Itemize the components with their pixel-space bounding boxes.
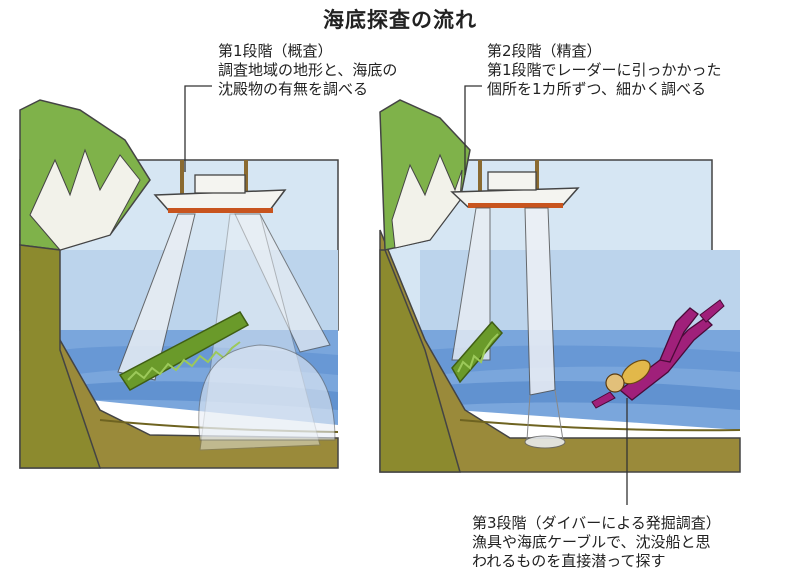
stage1-line1: 調査地域の地形と、海底の bbox=[218, 61, 398, 79]
stage1-caption: 第1段階（概査） 調査地域の地形と、海底の 沈殿物の有無を調べる bbox=[218, 42, 397, 99]
stage2-caption: 第2段階（精査） 第1段階でレーダーに引っかかった 個所を1カ所ずつ、細かく調べ… bbox=[487, 42, 722, 99]
stage3-caption: 第3段階（ダイバーによる発掘調査） 漁具や海底ケーブルで、沈没船と思 われるもの… bbox=[472, 514, 721, 571]
stage2-scene bbox=[379, 85, 741, 473]
stage2-heading: 第2段階（精査） bbox=[487, 42, 602, 60]
stage1-heading: 第1段階（概査） bbox=[218, 42, 333, 60]
stage3-line1: 漁具や海底ケーブルで、沈没船と思 bbox=[472, 533, 711, 551]
stage2-line1: 第1段階でレーダーに引っかかった bbox=[487, 61, 722, 79]
stage1-line2: 沈殿物の有無を調べる bbox=[218, 80, 369, 98]
stage3-heading: 第3段階（ダイバーによる発掘調査） bbox=[472, 514, 721, 532]
stage1-scene bbox=[19, 85, 339, 469]
stage3-line2: われるものを直接潜って探す bbox=[472, 552, 666, 570]
stage2-line2: 個所を1カ所ずつ、細かく調べる bbox=[487, 80, 706, 98]
diver-figure bbox=[591, 299, 725, 505]
diagram-title: 海底探査の流れ bbox=[323, 8, 477, 32]
